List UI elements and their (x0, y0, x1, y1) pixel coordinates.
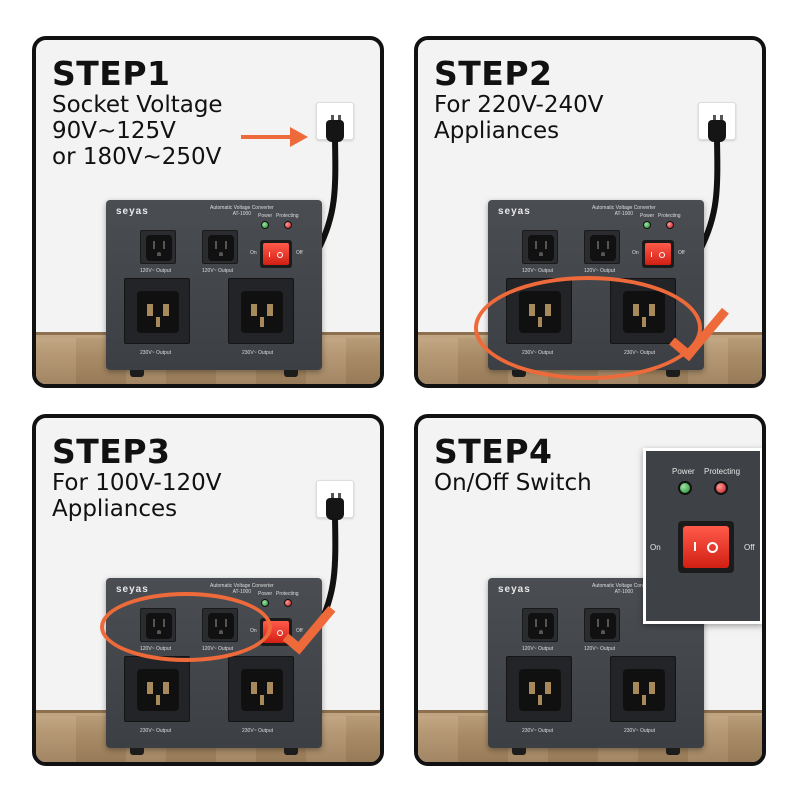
off-label: Off (296, 250, 303, 256)
step-desc-line: For 100V-120V (52, 470, 222, 496)
us-outlet (522, 608, 558, 642)
step-description: For 220V-240V Appliances (434, 92, 603, 144)
uni-outlet-label: 230V~ Output (140, 350, 171, 356)
step-description: On/Off Switch (434, 470, 592, 496)
step2-panel: STEP2 For 220V-240V Appliances seyas Aut… (414, 36, 766, 388)
off-label: Off (678, 250, 685, 256)
plug-icon (326, 120, 344, 142)
uni-outlet-label: 230V~ Output (140, 728, 171, 734)
universal-outlet (124, 278, 190, 344)
power-cord (315, 139, 339, 252)
off-label: Off (744, 543, 755, 552)
step-desc-line: Appliances (434, 118, 560, 144)
power-led (261, 221, 269, 229)
us-outlet (202, 230, 238, 264)
us-outlet-label: 120V~ Output (522, 268, 553, 274)
us-outlet-label: 120V~ Output (584, 268, 615, 274)
uni-outlet-label: 230V~ Output (624, 728, 655, 734)
arrow-icon (241, 135, 293, 139)
protecting-led (714, 481, 728, 495)
power-label: Power (672, 467, 695, 476)
us-outlet-label: 120V~ Output (140, 268, 171, 274)
power-cord (697, 139, 721, 252)
protecting-led (284, 221, 292, 229)
protecting-label: Protecting (658, 213, 681, 219)
step-title: STEP3 (52, 432, 171, 471)
universal-outlet (228, 278, 294, 344)
step-title: STEP2 (434, 54, 553, 93)
off-label: Off (296, 628, 303, 634)
brand-logo: seyas (498, 206, 531, 217)
switch-closeup-inset: Power Protecting On Off (643, 448, 762, 624)
us-outlet (140, 230, 176, 264)
plug-icon (708, 120, 726, 142)
power-label: Power (258, 591, 273, 597)
power-switch[interactable] (678, 521, 734, 573)
us-outlet (584, 608, 620, 642)
plug-icon (326, 498, 344, 520)
on-label: On (250, 250, 257, 256)
protecting-led (284, 599, 292, 607)
universal-outlet (124, 656, 190, 722)
arrow-head-icon (290, 127, 308, 147)
us-outlet (584, 230, 620, 264)
power-switch[interactable] (642, 240, 674, 268)
power-label: Power (640, 213, 655, 219)
us-outlet (522, 230, 558, 264)
protecting-led (666, 221, 674, 229)
step-desc-line: or 180V~250V (52, 144, 222, 170)
highlight-ellipse (474, 276, 702, 380)
step-desc-line: Socket Voltage (52, 92, 223, 118)
us-outlet-label: 120V~ Output (522, 646, 553, 652)
protecting-label: Protecting (704, 467, 741, 476)
step-desc-line: For 220V-240V (434, 92, 604, 118)
uni-outlet-label: 230V~ Output (242, 728, 273, 734)
step-desc-line: 90V~125V (52, 118, 176, 144)
step4-panel: STEP4 On/Off Switch seyas Automatic Volt… (414, 414, 766, 766)
power-switch[interactable] (260, 240, 292, 268)
universal-outlet (506, 656, 572, 722)
protecting-label: Protecting (276, 213, 299, 219)
step-desc-line: On/Off Switch (434, 470, 592, 496)
us-outlet-label: 120V~ Output (202, 268, 233, 274)
step-description: For 100V-120V Appliances (52, 470, 221, 522)
us-outlet-label: 120V~ Output (584, 646, 615, 652)
on-label: On (632, 250, 639, 256)
power-led (261, 599, 269, 607)
protecting-label: Protecting (276, 591, 299, 597)
brand-logo: seyas (498, 584, 531, 595)
uni-outlet-label: 230V~ Output (242, 350, 273, 356)
power-cord (315, 517, 339, 630)
step1-panel: STEP1 Socket Voltage 90V~125V or 180V~25… (32, 36, 384, 388)
step-desc-line: Appliances (52, 496, 178, 522)
universal-outlet (610, 656, 676, 722)
step-title: STEP1 (52, 54, 171, 93)
brand-logo: seyas (116, 206, 149, 217)
power-led (678, 481, 692, 495)
step-title: STEP4 (434, 432, 553, 471)
highlight-ellipse (100, 592, 272, 662)
power-led (643, 221, 651, 229)
step-description: Socket Voltage 90V~125V or 180V~250V (52, 92, 223, 170)
on-label: On (650, 543, 661, 552)
brand-logo: seyas (116, 584, 149, 595)
uni-outlet-label: 230V~ Output (522, 728, 553, 734)
power-label: Power (258, 213, 273, 219)
step3-panel: STEP3 For 100V-120V Appliances seyas Aut… (32, 414, 384, 766)
universal-outlet (228, 656, 294, 722)
